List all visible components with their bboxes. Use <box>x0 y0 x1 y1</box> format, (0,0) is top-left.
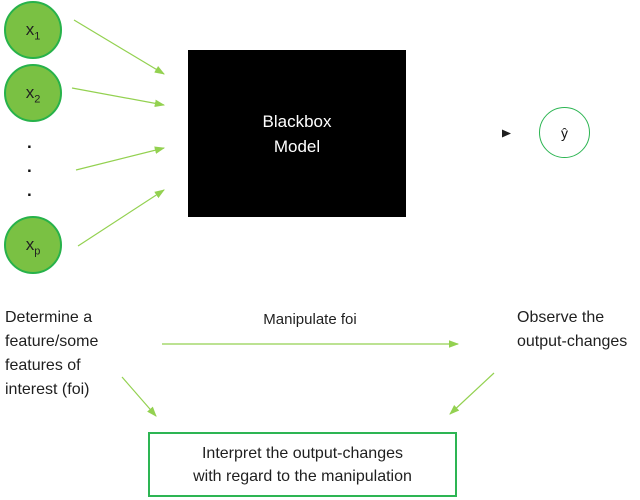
input-node-xp-label: xp <box>25 235 41 258</box>
determine-foi-label: Determine a feature/some features of int… <box>5 309 99 398</box>
input-node-x1-label: x1 <box>25 20 41 43</box>
blackbox-model-label: Blackbox Model <box>262 111 332 156</box>
arrow-dots-to-model <box>75 146 166 171</box>
arrow-xp-to-model <box>77 189 165 247</box>
manipulate-foi-label: Manipulate foi <box>263 311 357 328</box>
observe-output-changes-label: Observe the output-changes <box>517 309 628 350</box>
interpret-box-label: Interpret the output-changes with regard… <box>193 444 412 485</box>
model-to-output-arrowhead <box>502 129 511 138</box>
input-node-x1: x1 <box>4 1 62 59</box>
output-node-label: ŷ <box>561 124 568 141</box>
arrow-x2-to-model <box>71 87 166 108</box>
input-node-x2-label: x2 <box>25 83 41 106</box>
arrow-observe-to-interpret <box>449 372 495 415</box>
input-node-x2: x2 <box>4 64 62 122</box>
arrow-x1-to-model <box>73 19 165 75</box>
arrow-determine-to-interpret <box>121 376 157 417</box>
output-node-yhat: ŷ <box>539 107 590 158</box>
interpret-box: Interpret the output-changes with regard… <box>148 432 457 497</box>
blackbox-model-box: Blackbox Model <box>188 50 406 217</box>
ellipsis-dot: . <box>27 157 32 176</box>
input-node-xp: xp <box>4 216 62 274</box>
ellipsis-dot: . <box>27 133 32 152</box>
ellipsis-dots: . . . <box>27 133 32 200</box>
ellipsis-dot: . <box>27 181 32 200</box>
